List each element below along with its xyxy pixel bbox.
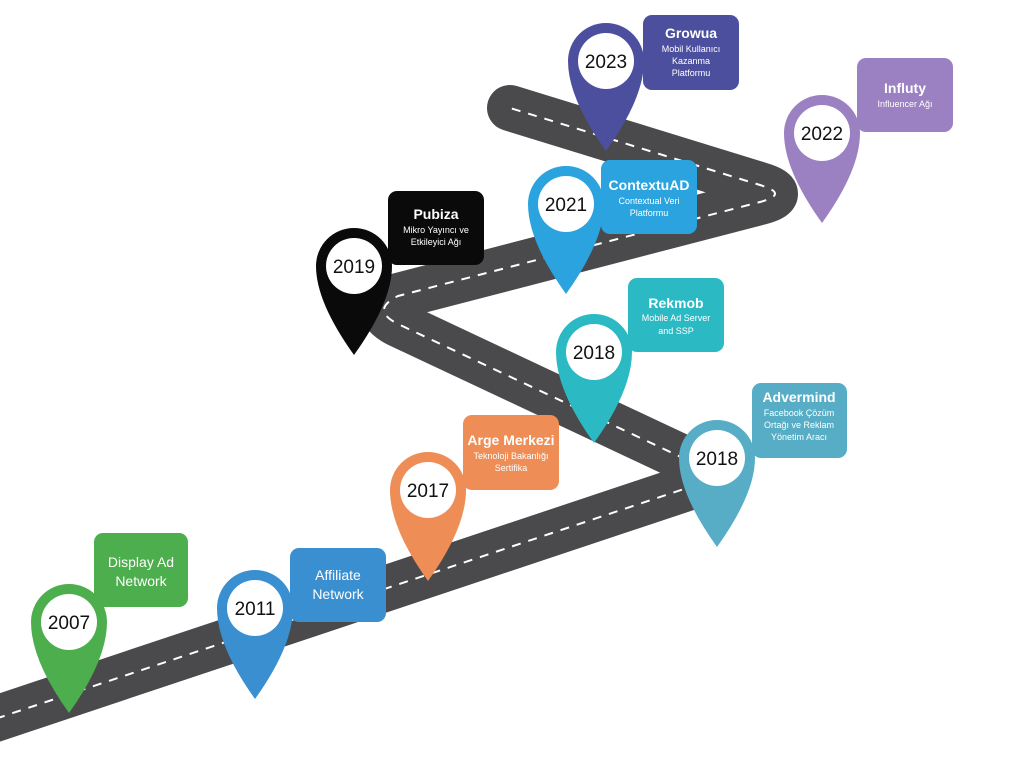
- info-line: Ortağı ve Reklam: [764, 420, 834, 430]
- pin-inner-circle: [794, 105, 850, 161]
- pin-inner-circle: [578, 33, 634, 89]
- year-label: 2019: [333, 257, 375, 278]
- pin-inner-circle: [326, 238, 382, 294]
- info-line: Mikro Yayıncı ve: [403, 225, 469, 235]
- year-label: 2007: [48, 613, 90, 634]
- info-box: [388, 191, 484, 265]
- info-box: [752, 383, 847, 458]
- info-title: Affiliate: [315, 567, 361, 583]
- pin-inner-circle: [538, 176, 594, 232]
- milestone-2017: Arge Merkezi Teknoloji Bakanlığı Sertifi…: [390, 415, 559, 581]
- milestone-2018-rekmob: Rekmob Mobile Ad Server and SSP 2018: [555, 278, 724, 443]
- info-box: [628, 278, 724, 352]
- info-line: Platformu: [672, 68, 711, 78]
- info-box: [857, 58, 953, 132]
- info-line: Network: [312, 586, 364, 602]
- info-box: [601, 160, 697, 234]
- milestone-2023: Growua Mobil Kullanıcı Kazanma Platformu…: [568, 15, 739, 151]
- year-label: 2023: [585, 52, 627, 73]
- milestone-2021: ContextuAD Contextual Veri Platformu 202…: [528, 160, 697, 294]
- info-title: Arge Merkezi: [467, 432, 554, 448]
- pin-inner-circle: [41, 594, 97, 650]
- milestone-2022: Influty Influencer Ağı 2022: [784, 58, 953, 223]
- year-label: 2018: [573, 343, 615, 364]
- year-label: 2018: [696, 449, 738, 470]
- info-title: Advermind: [762, 389, 835, 405]
- pin-inner-circle: [400, 462, 456, 518]
- year-label: 2022: [801, 124, 843, 145]
- info-title: Rekmob: [648, 295, 703, 311]
- info-title: Display Ad: [108, 554, 174, 570]
- info-line: and SSP: [658, 326, 694, 336]
- year-label: 2017: [407, 481, 449, 502]
- info-line: Mobil Kullanıcı: [662, 44, 721, 54]
- info-line: Contextual Veri: [618, 196, 679, 206]
- info-line: Kazanma: [672, 56, 710, 66]
- pin-inner-circle: [689, 430, 745, 486]
- info-box: [290, 548, 386, 622]
- year-label: 2021: [545, 195, 587, 216]
- milestone-2011: Affiliate Network 2011: [217, 548, 386, 699]
- info-title: ContextuAD: [609, 177, 690, 193]
- info-line: Facebook Çözüm: [764, 408, 835, 418]
- info-box: [643, 15, 739, 90]
- pin-inner-circle: [227, 580, 283, 636]
- milestone-2018-advermind: Advermind Facebook Çözüm Ortağı ve Rekla…: [679, 383, 847, 547]
- milestone-2019: Pubiza Mikro Yayıncı ve Etkileyici Ağı 2…: [316, 191, 484, 355]
- year-label: 2011: [235, 599, 276, 620]
- info-line: Teknoloji Bakanlığı: [473, 451, 548, 461]
- pin-inner-circle: [566, 324, 622, 380]
- info-line: Network: [115, 573, 167, 589]
- info-line: Sertifika: [495, 463, 528, 473]
- info-title: Influty: [884, 80, 926, 96]
- info-line: Mobile Ad Server: [642, 313, 711, 323]
- info-line: Yönetim Aracı: [771, 432, 827, 442]
- info-line: Influencer Ağı: [877, 99, 932, 109]
- info-title: Growua: [665, 25, 717, 41]
- milestone-2007: Display Ad Network 2007: [31, 533, 188, 713]
- info-title: Pubiza: [413, 206, 458, 222]
- info-line: Platformu: [630, 208, 669, 218]
- info-box: [94, 533, 188, 607]
- info-box: [463, 415, 559, 490]
- info-line: Etkileyici Ağı: [411, 237, 462, 247]
